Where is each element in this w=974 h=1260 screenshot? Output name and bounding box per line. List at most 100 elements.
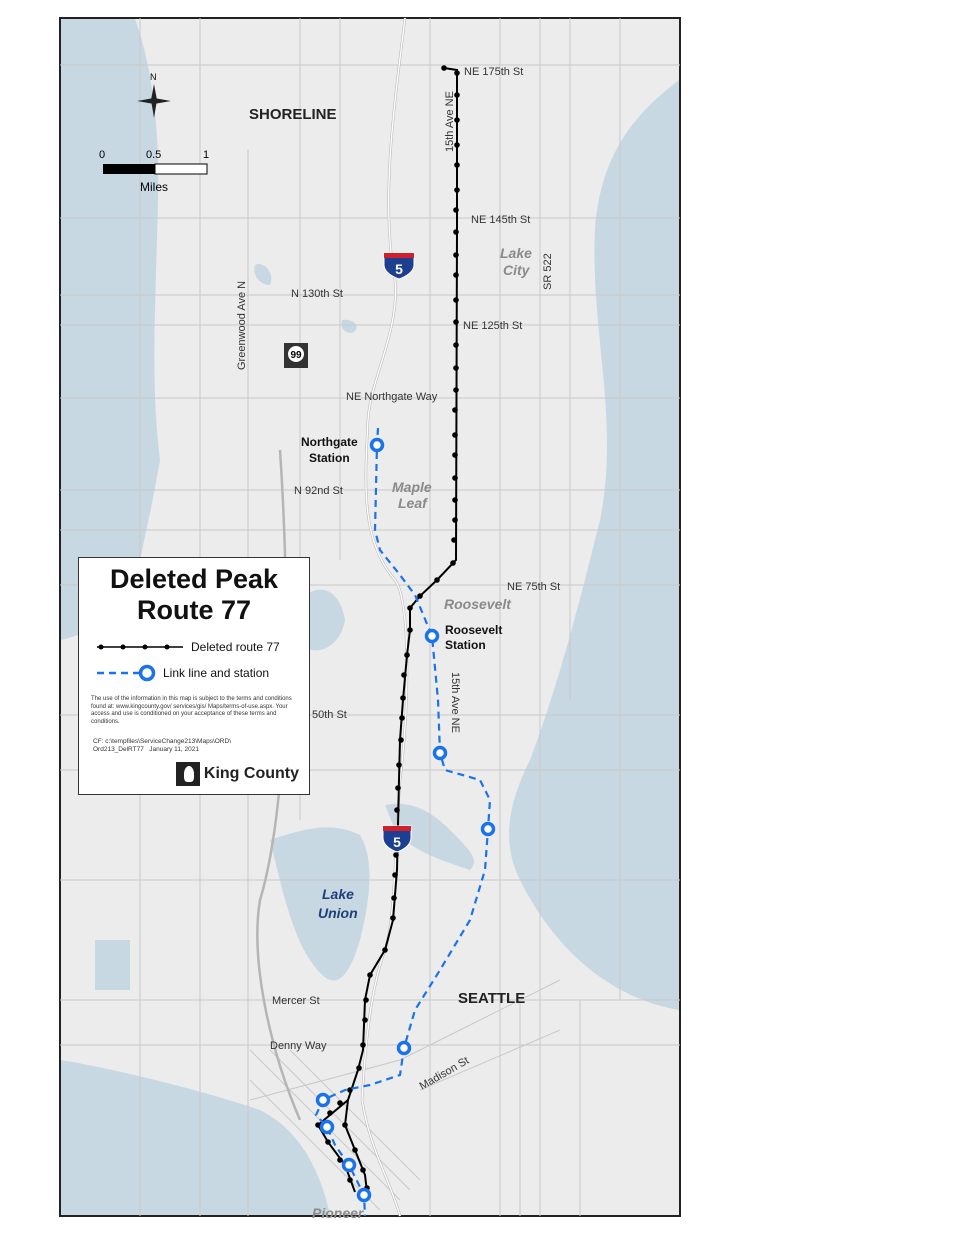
- scale-unit: Miles: [140, 180, 168, 194]
- elliott-bay: [61, 1060, 330, 1215]
- route-stop: [452, 497, 458, 503]
- i5-shield-south: 5: [382, 825, 412, 853]
- route-stop: [454, 187, 460, 193]
- street-label: NE 75th St: [507, 581, 560, 593]
- scale-tick: 0: [99, 149, 105, 161]
- route-stop: [454, 162, 460, 168]
- route-stop: [360, 1042, 366, 1048]
- route-stop: [452, 517, 458, 523]
- route-stop: [337, 1100, 343, 1106]
- svg-text:99: 99: [290, 350, 302, 361]
- file-reference: CF: c:\tempfiles\ServiceChange213\Maps\O…: [93, 738, 231, 753]
- route-stop: [454, 70, 460, 76]
- green-lake: [300, 589, 345, 651]
- legend-route-label: Deleted route 77: [191, 640, 280, 654]
- route-stop: [454, 92, 460, 98]
- link-stations: [315, 437, 496, 1203]
- bitter-lake: [254, 264, 272, 285]
- route-stop: [327, 1110, 333, 1116]
- route-stop: [453, 272, 459, 278]
- route-stop: [441, 65, 447, 71]
- route-stop: [390, 915, 396, 921]
- lake-union: [270, 827, 370, 981]
- route-stop: [407, 605, 413, 611]
- svg-text:5: 5: [393, 834, 401, 850]
- route-stops: [315, 65, 460, 1191]
- disclaimer-text: The use of the information in this map i…: [91, 696, 292, 725]
- svg-text:5: 5: [395, 261, 403, 277]
- street-label: 15th Ave NE: [449, 672, 461, 733]
- haller-lake: [341, 319, 357, 333]
- piers: [95, 940, 130, 990]
- streets: [60, 17, 680, 1217]
- water: [61, 19, 679, 1215]
- street-label: NE 125th St: [463, 320, 522, 332]
- street-label: NE 175th St: [464, 66, 523, 78]
- route-stop: [453, 342, 459, 348]
- legend-route: Deleted route 77: [95, 640, 280, 654]
- i5-shield-north: 5: [383, 252, 415, 280]
- route-stop: [391, 895, 397, 901]
- king-county-logo-icon: [175, 762, 200, 786]
- route-stop: [363, 997, 369, 1003]
- link-line: [314, 427, 492, 1217]
- route-stop: [453, 229, 459, 235]
- link-symbol-icon: [97, 664, 156, 682]
- hood-pioneer: Pioneer: [312, 1205, 365, 1221]
- king-county-logo: King County: [175, 762, 299, 786]
- route-stop: [337, 1157, 343, 1163]
- puget-sound-north: [61, 19, 160, 640]
- route-stop: [325, 1139, 331, 1145]
- street-label: NE 145th St: [471, 214, 530, 226]
- station-label-roosevelt: Roosevelt: [445, 623, 502, 637]
- route-stop: [395, 785, 401, 791]
- route-stop: [453, 252, 459, 258]
- route-stop: [434, 577, 440, 583]
- scale-tick: 1: [203, 149, 209, 161]
- link-station-icon: [480, 821, 496, 837]
- street-label: 15th Ave NE: [444, 91, 456, 152]
- street-label: SR 522: [542, 253, 554, 290]
- route-stop: [407, 627, 413, 633]
- hood-maple-leaf: Leaf: [398, 495, 428, 511]
- street-label: N 92nd St: [294, 485, 343, 497]
- route-stop: [360, 1167, 366, 1173]
- route-stop: [401, 672, 407, 678]
- legend-link: Link line and station: [95, 664, 269, 682]
- route-symbol-icon: [97, 644, 183, 650]
- route-stop: [453, 207, 459, 213]
- link-station-icon: [432, 745, 448, 761]
- compass-icon: [137, 84, 171, 118]
- street-label: Denny Way: [270, 1040, 327, 1052]
- hood-lake-city: City: [503, 262, 531, 278]
- route-stop: [347, 1087, 353, 1093]
- lake-union-label: Lake: [322, 886, 354, 902]
- city-label-shoreline: SHORELINE: [249, 106, 337, 123]
- hood-lake-city: Lake: [500, 245, 532, 261]
- station-label-northgate: Northgate: [301, 435, 358, 449]
- route-stop: [393, 852, 399, 858]
- portage-bay: [385, 803, 474, 870]
- route-stop: [362, 1017, 368, 1023]
- street-label: Greenwood Ave N: [236, 281, 248, 370]
- route-stop: [399, 715, 405, 721]
- route-stop: [453, 319, 459, 325]
- route-stop: [382, 947, 388, 953]
- route-stop: [315, 1122, 321, 1128]
- route-stop: [356, 1065, 362, 1071]
- station-label-roosevelt: Station: [445, 638, 486, 652]
- station-label-northgate: Station: [309, 451, 350, 465]
- route-stop: [454, 117, 460, 123]
- route-stop: [398, 737, 404, 743]
- street-label: N 130th St: [291, 288, 343, 300]
- city-label-seattle: SEATTLE: [458, 990, 525, 1007]
- scale-bar: 0 0.5 1 Miles: [99, 149, 209, 194]
- route-stop: [454, 142, 460, 148]
- north-label: N: [150, 72, 157, 82]
- link-station-icon: [424, 628, 440, 644]
- link-station-icon: [396, 1040, 412, 1056]
- hood-roosevelt: Roosevelt: [444, 596, 512, 612]
